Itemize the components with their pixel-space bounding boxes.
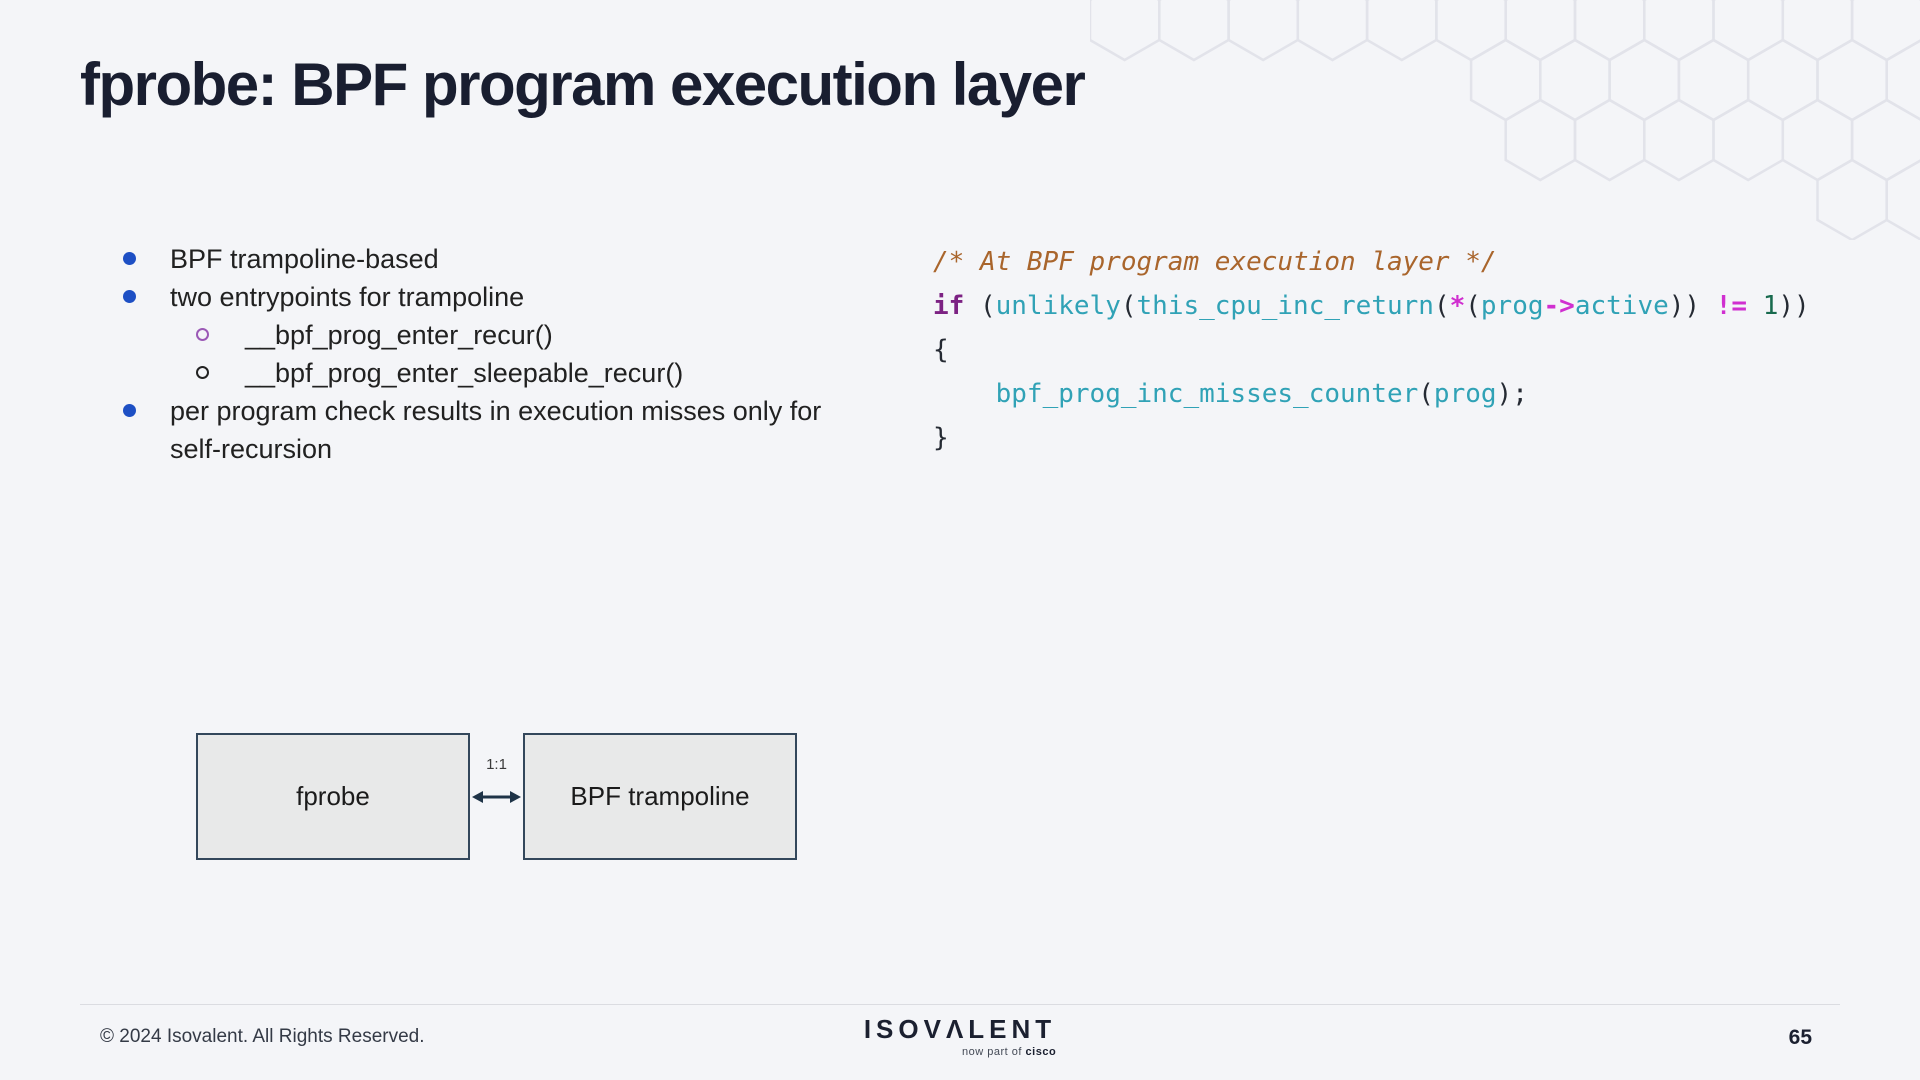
code-line: if (unlikely(this_cpu_inc_return(*(prog-… — [933, 291, 1810, 321]
code-line: } — [933, 423, 949, 453]
bpf-trampoline-box-label: BPF trampoline — [570, 781, 750, 811]
bullet-disc-icon — [123, 252, 136, 265]
cisco-brand-text: cisco — [1025, 1046, 1057, 1058]
bullet-disc-icon — [123, 404, 136, 417]
bullet-circle-icon — [196, 366, 209, 379]
bullet-text: __bpf_prog_enter_sleepable_recur() — [245, 358, 684, 388]
bullet-disc-icon — [123, 290, 136, 303]
isovalent-logo: ISOVΛLENT now part of cisco — [0, 1014, 1920, 1060]
double-arrow-icon — [472, 791, 521, 803]
fprobe-box: fprobe — [196, 733, 470, 860]
bullet-text: __bpf_prog_enter_recur() — [245, 320, 553, 350]
code-line: { — [933, 335, 949, 365]
code-line: /* At BPF program execution layer */ — [933, 247, 1497, 277]
bullet-circle-icon — [196, 328, 209, 341]
hexagon-pattern-decoration — [1090, 0, 1920, 240]
code-line: bpf_prog_inc_misses_counter(prog); — [995, 379, 1528, 409]
bullet-item: BPF trampoline-based — [120, 240, 865, 278]
bullet-text: two entrypoints for trampoline — [170, 282, 525, 312]
bullet-item: two entrypoints for trampoline — [120, 278, 865, 316]
bullet-item: __bpf_prog_enter_recur() — [120, 316, 865, 354]
slide-title: fprobe: BPF program execution layer — [80, 51, 1086, 118]
bullet-list: BPF trampoline-based two entrypoints for … — [120, 240, 865, 468]
isovalent-logo-text: ISOVΛLENT — [863, 1014, 1057, 1044]
relation-label: 1:1 — [486, 756, 507, 773]
bullet-item: __bpf_prog_enter_sleepable_recur() — [120, 354, 865, 392]
bullet-text: per program check results in execution m… — [170, 396, 822, 464]
code-block: /* At BPF program execution layer */ if (… — [933, 240, 1810, 460]
bullet-item: per program check results in execution m… — [120, 392, 865, 468]
copyright-text: © 2024 Isovalent. All Rights Reserved. — [100, 1026, 425, 1047]
isovalent-logo-subtext: now part of cisco — [962, 1046, 1057, 1058]
footer-divider — [80, 1004, 1840, 1005]
fprobe-box-label: fprobe — [296, 781, 370, 811]
bullet-text: BPF trampoline-based — [170, 244, 439, 274]
page-number: 65 — [1788, 1026, 1812, 1049]
bpf-trampoline-box: BPF trampoline — [523, 733, 797, 860]
